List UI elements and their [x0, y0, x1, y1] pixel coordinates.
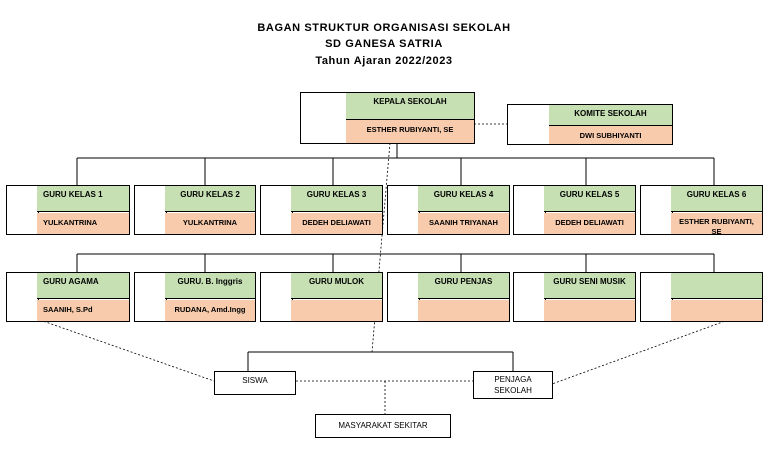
guru-penjas-box: GURU PENJAS: [387, 272, 510, 322]
photo-placeholder: [301, 93, 347, 143]
penjaga-sekolah-box: PENJAGA SEKOLAH: [473, 371, 553, 399]
kepala-name: ESTHER RUBIYANTI, SE: [346, 120, 474, 143]
komite-name: DWI SUBHIYANTI: [549, 126, 672, 144]
guru-mulok-box: GURU MULOK: [260, 272, 383, 322]
photo-placeholder: [641, 273, 673, 321]
penjaga-label-line1: PENJAGA: [494, 375, 532, 384]
guru-mulok-name: [291, 300, 382, 321]
guru-seni-musik-role: GURU SENI MUSIK: [544, 273, 635, 299]
masyarakat-sekitar-box: MASYARAKAT SEKITAR: [315, 414, 451, 438]
guru-seni-musik-box: GURU SENI MUSIK: [513, 272, 636, 322]
photo-placeholder: [388, 273, 420, 321]
masyarakat-label: MASYARAKAT SEKITAR: [338, 421, 428, 430]
guru-kelas-4-name: SAANIH TRIYANAH: [418, 213, 509, 234]
guru-seni-musik-name: [544, 300, 635, 321]
photo-placeholder: [641, 186, 673, 234]
photo-placeholder: [135, 186, 167, 234]
photo-placeholder: [261, 273, 293, 321]
guru-inggris-name: RUDANA, Amd.Ingg: [165, 300, 255, 321]
guru-inggris-role: GURU. B. Inggris: [165, 273, 255, 299]
chart-title: BAGAN STRUKTUR ORGANISASI SEKOLAH: [257, 22, 511, 34]
guru-extra-box: [640, 272, 763, 322]
guru-kelas-2-role: GURU KELAS 2: [165, 186, 255, 212]
photo-placeholder: [261, 186, 293, 234]
guru-kelas-6-role: GURU KELAS 6: [671, 186, 762, 212]
guru-extra-role: [671, 273, 762, 299]
guru-kelas-4-role: GURU KELAS 4: [418, 186, 509, 212]
guru-kelas-6-box: GURU KELAS 6 ESTHER RUBIYANTI, SE: [640, 185, 763, 236]
guru-penjas-name: [418, 300, 509, 321]
photo-placeholder: [514, 273, 546, 321]
academic-year: Tahun Ajaran 2022/2023: [315, 55, 453, 67]
kepala-sekolah-box: KEPALA SEKOLAH ESTHER RUBIYANTI, SE: [300, 92, 475, 144]
photo-placeholder: [514, 186, 546, 234]
guru-kelas-2-name: YULKANTRINA: [165, 213, 255, 234]
photo-placeholder: [135, 273, 167, 321]
guru-kelas-1-role: GURU KELAS 1: [37, 186, 129, 212]
school-name: SD GANESA SATRIA: [325, 38, 443, 50]
guru-mulok-role: GURU MULOK: [291, 273, 382, 299]
guru-kelas-3-box: GURU KELAS 3 DEDEH DELIAWATI: [260, 185, 383, 235]
guru-kelas-3-role: GURU KELAS 3: [291, 186, 382, 212]
photo-placeholder: [7, 273, 39, 321]
komite-sekolah-box: KOMITE SEKOLAH DWI SUBHIYANTI: [507, 104, 673, 145]
guru-extra-name: [671, 300, 762, 321]
photo-placeholder: [7, 186, 39, 234]
guru-kelas-2-box: GURU KELAS 2 YULKANTRINA: [134, 185, 256, 235]
guru-kelas-5-box: GURU KELAS 5 DEDEH DELIAWATI: [513, 185, 636, 235]
guru-kelas-1-box: GURU KELAS 1 YULKANTRINA: [6, 185, 130, 235]
penjaga-label-line2: SEKOLAH: [494, 386, 532, 395]
guru-penjas-role: GURU PENJAS: [418, 273, 509, 299]
komite-role: KOMITE SEKOLAH: [549, 105, 672, 126]
guru-kelas-6-name: ESTHER RUBIYANTI, SE: [671, 213, 762, 236]
guru-agama-role: GURU AGAMA: [37, 273, 129, 299]
guru-kelas-4-box: GURU KELAS 4 SAANIH TRIYANAH: [387, 185, 510, 235]
siswa-box: SISWA: [214, 371, 296, 395]
guru-inggris-box: GURU. B. Inggris RUDANA, Amd.Ingg: [134, 272, 256, 322]
guru-kelas-3-name: DEDEH DELIAWATI: [291, 213, 382, 234]
kepala-role: KEPALA SEKOLAH: [346, 93, 474, 120]
guru-kelas-1-name: YULKANTRINA: [37, 213, 129, 234]
guru-kelas-5-role: GURU KELAS 5: [544, 186, 635, 212]
guru-kelas-5-name: DEDEH DELIAWATI: [544, 213, 635, 234]
siswa-label: SISWA: [242, 376, 268, 385]
guru-agama-box: GURU AGAMA SAANIH, S.Pd: [6, 272, 130, 322]
photo-placeholder: [508, 105, 550, 144]
photo-placeholder: [388, 186, 420, 234]
guru-agama-name: SAANIH, S.Pd: [37, 300, 129, 321]
